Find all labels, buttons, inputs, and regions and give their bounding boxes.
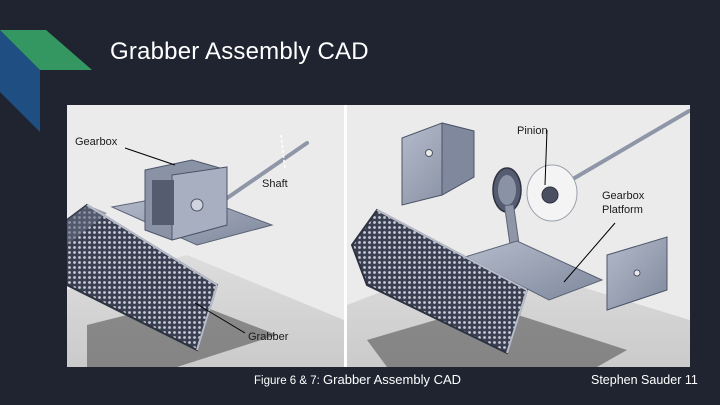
gearbox-leader-line (124, 147, 176, 166)
label-shaft: Shaft (262, 178, 288, 190)
cad-illustration (67, 105, 690, 367)
slide-title: Grabber Assembly CAD (110, 38, 369, 65)
right-view (347, 109, 690, 367)
label-grabber: Grabber (248, 331, 289, 343)
grabber-leader-line (194, 302, 246, 334)
left-shaft (215, 141, 309, 207)
figure-caption: Figure 6 & 7: Grabber Assembly CAD (254, 372, 461, 387)
cad-figure-panel: Gearbox Shaft Grabber Pinion Gearbox Pla… (67, 105, 690, 367)
corner-accent-shape (0, 30, 92, 132)
left-view (67, 134, 344, 367)
pinion-leader-line (544, 129, 548, 186)
label-gearbox-platform-line2: Platform (602, 204, 643, 216)
label-gearbox: Gearbox (75, 136, 118, 148)
right-gearbox-platform (463, 240, 604, 301)
caption-prefix: Figure 6 & 7: (254, 375, 324, 387)
label-gearbox-platform-line1: Gearbox (602, 190, 645, 202)
view-divider (344, 105, 347, 367)
footer-author-page: Stephen Sauder 11 (591, 373, 698, 387)
platform-leader-line (563, 222, 616, 283)
label-pinion: Pinion (517, 125, 548, 137)
caption-main: Grabber Assembly CAD (323, 372, 462, 387)
